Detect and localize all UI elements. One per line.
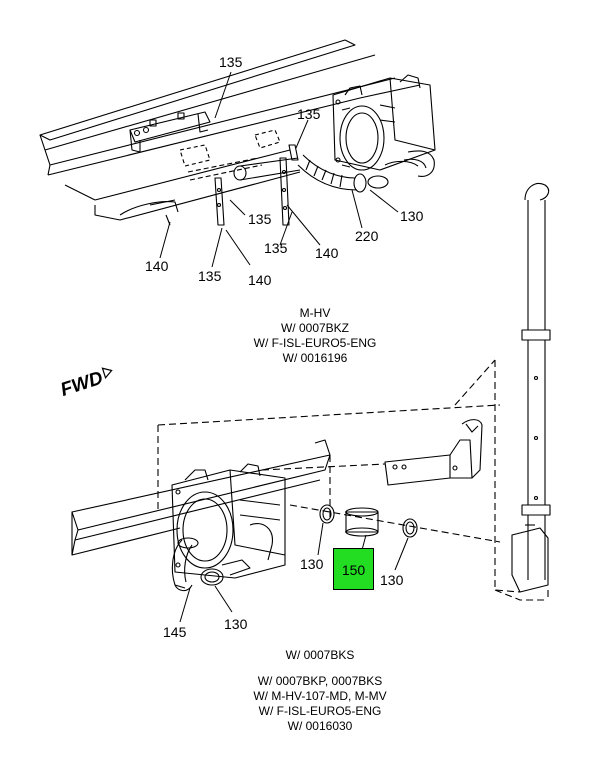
callout-130-upper: 130 — [400, 208, 424, 224]
lower-note-line-4: W/ 0016030 — [287, 719, 353, 733]
upper-note-line-1: M-HV — [299, 306, 331, 320]
callout-130-outlet: 130 — [224, 616, 248, 632]
upper-applicability-note: M-HV W/ 0007BKZ W/ F-ISL-EURO5-ENG W/ 00… — [230, 306, 400, 366]
upper-aftertreatment-unit — [332, 74, 436, 189]
callout-130-left-clamp: 130 — [300, 556, 324, 572]
upper-note-line-4: W/ 0016196 — [282, 351, 348, 365]
upper-hangers — [119, 144, 299, 226]
upper-note-line-2: W/ 0007BKZ — [280, 321, 350, 335]
callout-140-right: 140 — [315, 245, 339, 261]
lower-bracket — [384, 419, 483, 486]
lower-clamps-and-pipe — [289, 504, 501, 543]
highlighted-callout-150[interactable]: 150 — [333, 548, 374, 590]
callout-135-hanger-top: 135 — [297, 106, 321, 122]
lower-aftertreatment-unit — [171, 463, 286, 579]
lower-note-line-1: W/ 0007BKP, 0007BKS — [257, 674, 383, 688]
vertical-exhaust-stack — [494, 182, 551, 601]
lower-applicability-note: W/ 0007BKP, 0007BKS W/ M-HV-107-MD, M-MV… — [230, 674, 410, 734]
forward-arrow-icon — [101, 367, 113, 379]
upper-note-line-3: W/ F-ISL-EURO5-ENG — [253, 336, 377, 350]
callout-135-hanger-mid: 135 — [248, 211, 272, 227]
highlighted-callout-text: 150 — [341, 562, 366, 578]
upper-leader-lines — [159, 71, 399, 268]
lower-frame-rail — [71, 359, 501, 556]
lower-leader-lines — [179, 522, 409, 623]
callout-130-right-clamp: 130 — [380, 572, 404, 588]
callout-140-bottom: 140 — [248, 272, 272, 288]
lower-note-line-2: W/ M-HV-107-MD, M-MV — [253, 689, 387, 703]
callout-135-hanger-low: 135 — [264, 240, 288, 256]
callout-135-hanger-left: 135 — [198, 268, 222, 284]
callout-220: 220 — [355, 228, 379, 244]
lower-note-a: W/ 0007BKS — [285, 648, 355, 662]
lower-outlet-elbow — [171, 537, 251, 592]
upper-bracket — [129, 111, 211, 153]
upper-frame-rail — [39, 39, 421, 221]
callout-135-rail: 135 — [219, 54, 243, 70]
upper-flex-pipe — [233, 154, 367, 193]
callout-145: 145 — [163, 624, 187, 640]
callout-140-left: 140 — [145, 258, 169, 274]
lower-note-line-3: W/ F-ISL-EURO5-ENG — [258, 704, 382, 718]
